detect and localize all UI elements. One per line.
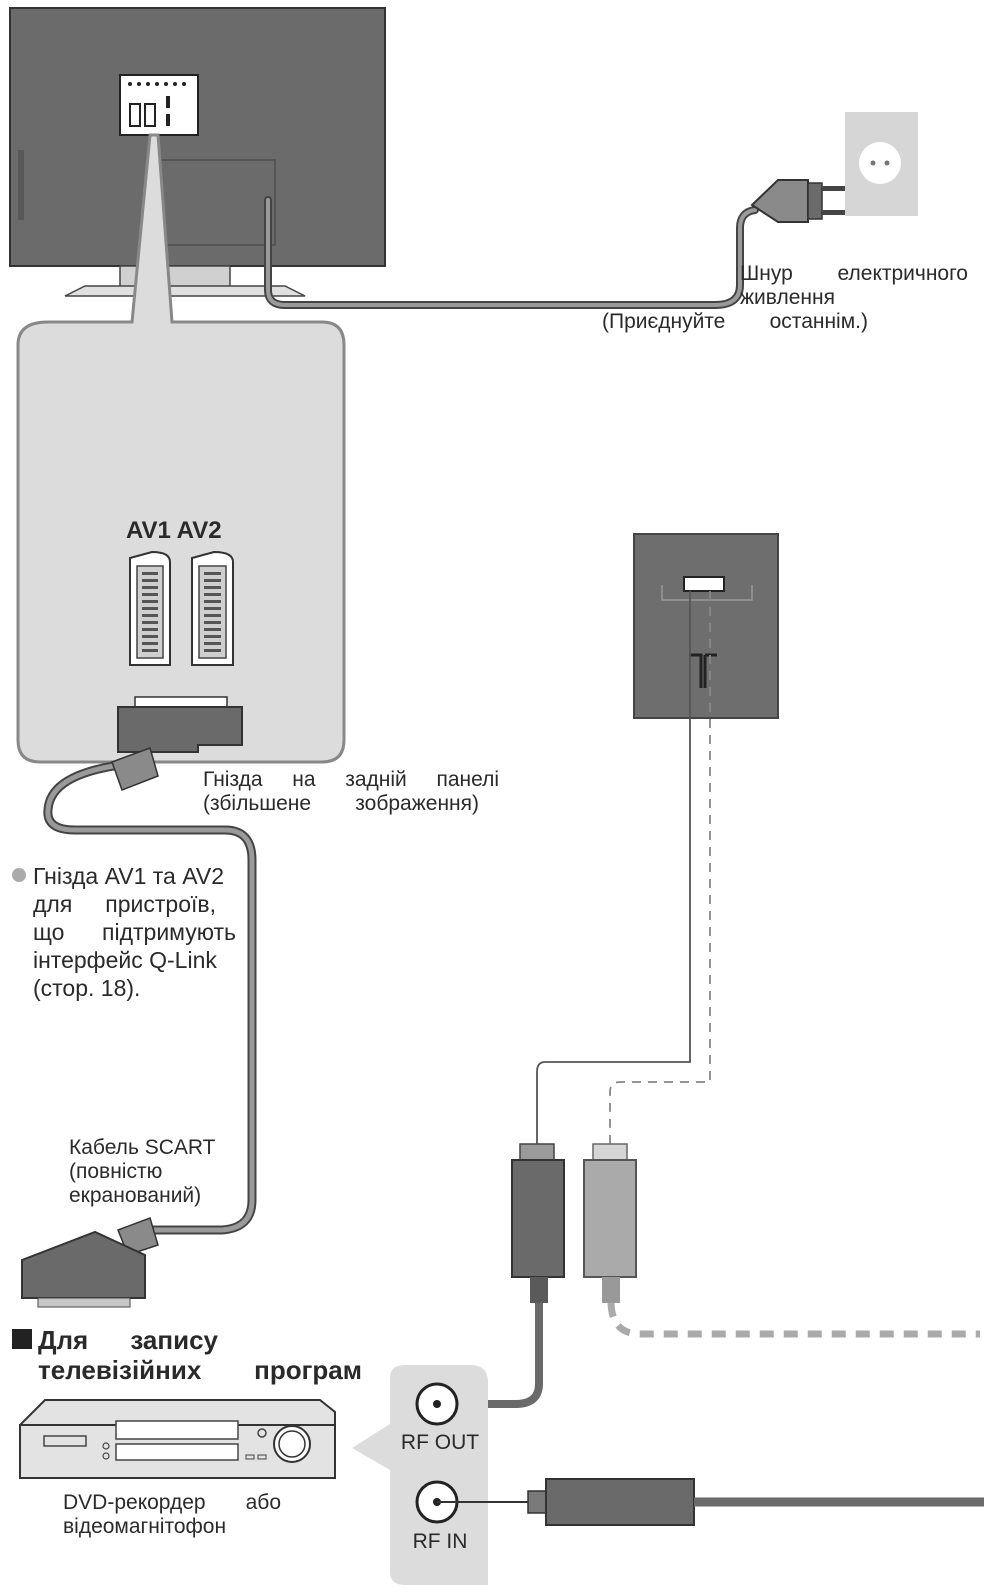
qlink-note-3: що підтримують bbox=[33, 919, 236, 945]
scart-cable-label-1: Кабель SCART bbox=[69, 1136, 216, 1159]
power-cord-label-2: живлення bbox=[740, 286, 835, 309]
qlink-note-5: (стор. 18). bbox=[33, 975, 141, 1001]
dvd-recorder-icon bbox=[19, 1399, 336, 1479]
av1-scart-socket bbox=[129, 550, 171, 666]
antenna-line-solid bbox=[536, 591, 691, 1148]
bullet-dot bbox=[12, 868, 26, 882]
antenna-wall-box bbox=[633, 533, 779, 719]
section-heading-1: Для запису bbox=[38, 1325, 218, 1355]
av2-scart-socket bbox=[191, 550, 234, 666]
rf-out-cable bbox=[438, 1303, 543, 1408]
scart-cable bbox=[43, 760, 257, 1235]
qlink-note-2: для пристроїв, bbox=[33, 891, 216, 917]
rf-plug-dark bbox=[511, 1143, 565, 1303]
rf-plug-light bbox=[583, 1143, 637, 1303]
qlink-note-1: Гнізда AV1 та AV2 bbox=[33, 863, 224, 889]
power-plug bbox=[750, 179, 848, 223]
power-cord-label-1: Шнур електричного bbox=[740, 262, 968, 285]
qlink-note-4: інтерфейс Q-Link bbox=[33, 947, 217, 973]
wall-socket bbox=[845, 112, 918, 216]
scart-cable-label-3: екранований) bbox=[69, 1184, 202, 1207]
antenna-line-dashed bbox=[609, 591, 711, 1148]
power-cord-label-3: (Приєднуйте останнім.) bbox=[602, 310, 868, 333]
scart-plug-bottom bbox=[21, 1217, 159, 1308]
power-cord bbox=[264, 196, 759, 309]
rear-panel-label-2: (збільшене зображення) bbox=[203, 792, 479, 815]
rf-in-label: RF IN bbox=[412, 1530, 468, 1553]
rf-out-label: RF OUT bbox=[400, 1431, 480, 1454]
tv-rear-view bbox=[9, 7, 386, 297]
recorder-label-1: DVD-рекордер або bbox=[63, 1491, 281, 1514]
section-square-bullet bbox=[12, 1329, 32, 1349]
av-sockets-header: AV1 AV2 bbox=[126, 517, 222, 544]
rear-panel-zoom bbox=[16, 133, 346, 764]
scart-plug-top bbox=[111, 696, 243, 791]
rear-panel-label-1: Гнізда на задній панелі bbox=[203, 768, 499, 791]
scart-cable-label-2: (повністю bbox=[69, 1160, 163, 1183]
rf-cable-dashed bbox=[607, 1302, 980, 1338]
section-heading-2: телевізійних програм bbox=[38, 1355, 362, 1385]
rf-in-cable bbox=[437, 1478, 984, 1526]
recorder-label-2: відеомагнітофон bbox=[63, 1515, 227, 1538]
